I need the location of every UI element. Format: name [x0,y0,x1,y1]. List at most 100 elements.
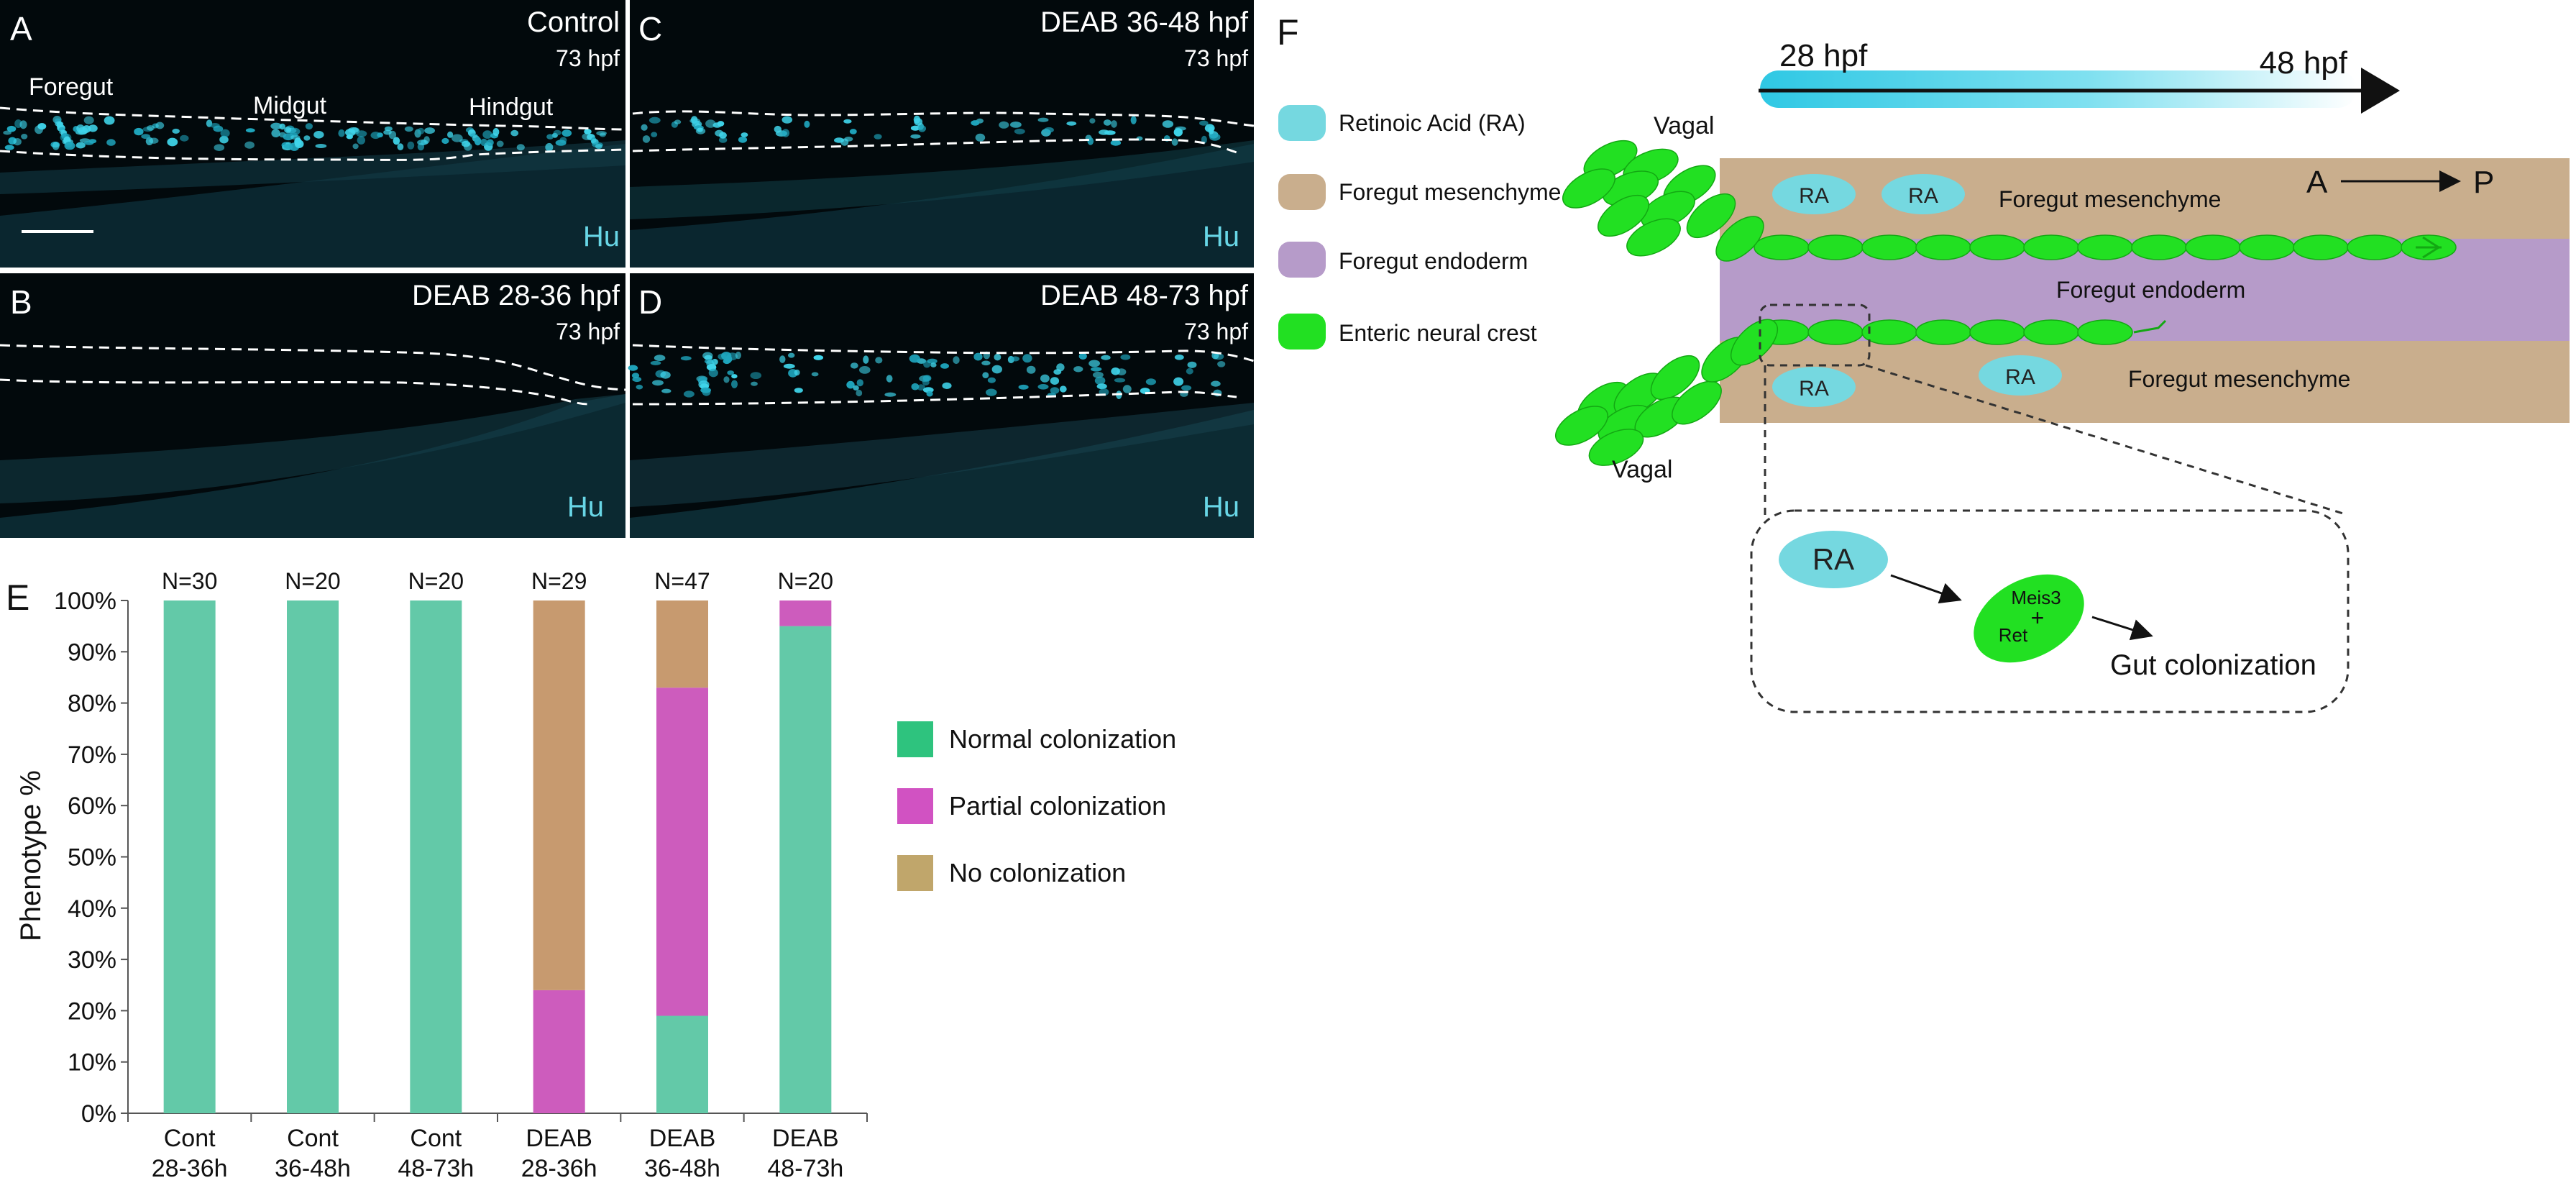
neural-crest-cell [1807,319,1864,345]
panel-b: B DEAB 28-36 hpf 73 hpf Hu [0,273,626,538]
hu-cell [303,135,311,141]
chart-sample-size-label: N=20 [778,568,833,594]
hu-cell [735,351,741,360]
chart-y-tick-label: 20% [68,997,116,1025]
hu-cell [294,140,304,148]
hu-cell [1018,384,1029,390]
hu-cell [315,144,327,148]
axis-anterior-label: A [2306,165,2328,200]
chart-x-tick-label: DEAB [772,1125,839,1152]
chart-sample-size-label: N=47 [654,568,710,594]
hu-cell [352,143,359,150]
chart-bar-segment [410,600,462,1113]
hu-cell [584,129,592,134]
hu-cell [283,144,293,149]
hu-cell [288,127,301,136]
hu-cell [220,129,230,137]
vagal-label-top: Vagal [1654,112,1714,140]
neural-crest-cell [2023,234,2079,260]
neural-crest-cell [1969,319,2025,345]
hu-cell [651,132,658,137]
neural-crest-cell [2239,234,2295,260]
hu-cell [911,383,920,390]
panel-letter-f: F [1277,12,1299,52]
hu-cell [683,390,695,398]
hu-cell [751,381,758,386]
chart-sample-size-label: N=29 [531,568,587,594]
hu-cell [6,125,17,132]
neural-crest-cell [1686,193,1736,239]
chart-legend-label: Normal colonization [949,724,1176,754]
hu-cell [718,137,728,143]
hu-cell [1181,385,1192,391]
chart-sample-size-label: N=30 [162,568,217,594]
hu-cell [393,137,400,145]
panel-stage-a: 73 hpf [556,45,620,71]
hu-cell [1059,385,1067,393]
hu-cell [1022,354,1032,363]
hu-cell [874,134,882,140]
hu-cell [1162,120,1174,128]
enteric-neural-crest-cells [1555,140,2457,466]
hu-cell [628,365,638,371]
hu-cell [999,121,1009,129]
hu-cell [447,131,454,138]
hu-cell [1130,116,1137,124]
neural-crest-cell [1626,218,1681,257]
hu-cell [1187,361,1197,368]
hu-cell [83,116,94,124]
hu-cell [856,389,863,397]
hu-cell [1037,117,1049,122]
panel-title-b: DEAB 28-36 hpf [412,280,620,311]
hu-cell [781,116,793,124]
hu-cell [1209,133,1221,141]
hu-cell [708,368,718,378]
hu-cell [464,142,472,151]
panel-d: D DEAB 48-73 hpf 73 hpf Hu [628,273,1255,538]
hu-cell [180,134,189,142]
hu-cell [717,121,725,127]
hu-cell [404,126,413,132]
panel-stage-c: 73 hpf [1184,45,1248,71]
hu-cell [940,363,949,369]
hu-cell [1066,121,1077,126]
neural-crest-cell [1861,234,1917,260]
hu-cell [859,366,871,374]
hu-cell [1096,383,1107,390]
hu-cell [661,388,671,393]
hu-cell [987,377,996,383]
chart-x-tick-label: DEAB [526,1125,592,1152]
hu-cell [853,385,859,391]
chart-x-tick-label: 28-36h [152,1155,228,1182]
svg-text:RA: RA [1799,184,1829,208]
chart-x-tick-label: Cont [287,1125,339,1152]
hu-stained-cells [628,351,1226,399]
neural-crest-cell [2077,234,2133,260]
chart-y-tick-label: 0% [81,1100,116,1128]
legend-label-ra: Retinoic Acid (RA) [1339,110,1526,136]
endoderm-label: Foregut endoderm [2056,277,2245,303]
neural-crest-cell [1730,319,1779,366]
neural-crest-cell [1715,216,1764,262]
hu-cell [1171,138,1178,146]
hu-cell [480,138,487,147]
panel-title-d: DEAB 48-73 hpf [1040,280,1249,311]
hu-cell [492,128,500,136]
hu-cell [1087,137,1094,145]
hu-cell [348,127,359,133]
legend-swatch-neural-crest [1278,314,1326,350]
hu-cell [910,134,921,139]
chart-legend-swatch [897,855,933,891]
hu-cell [1011,356,1019,362]
svg-text:RA: RA [1908,184,1938,208]
hu-cell [1089,118,1096,124]
inset-plus: + [2031,605,2045,631]
hu-cell [930,362,937,367]
hu-cell [356,130,367,137]
legend-label-neural-crest: Enteric neural crest [1339,320,1537,346]
hu-cell [813,355,824,360]
chart-x-tick-label: 28-36h [521,1155,597,1182]
neural-crest-tail [2416,236,2442,259]
hu-cell [909,354,920,363]
